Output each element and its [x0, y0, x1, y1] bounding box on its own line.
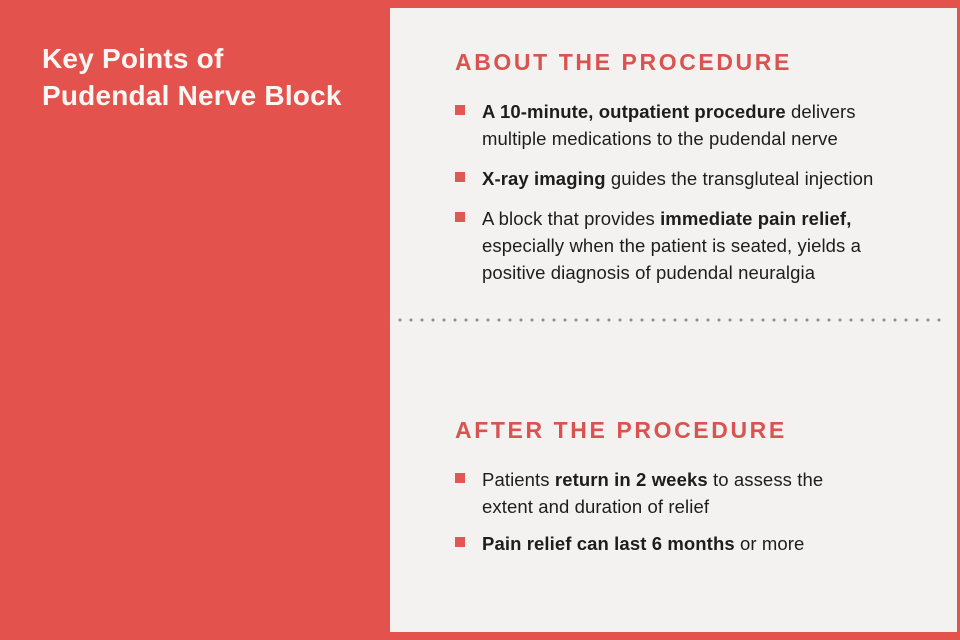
- title-panel: Key Points of Pudendal Nerve Block: [0, 0, 390, 640]
- after-bullet-list: Patients return in 2 weeks to assess the…: [455, 466, 917, 557]
- bullet-text: X-ray imaging guides the transgluteal in…: [482, 168, 874, 189]
- page-title: Key Points of Pudendal Nerve Block: [42, 43, 342, 111]
- section-about: ABOUT THE PROCEDURE A 10-minute, outpati…: [455, 48, 917, 299]
- bullet-text: A 10-minute, outpatient procedure delive…: [482, 101, 856, 149]
- bullet-text: Pain relief can last 6 months or more: [482, 533, 805, 554]
- section-after: AFTER THE PROCEDURE Patients return in 2…: [455, 416, 917, 567]
- bullet-square-icon: [455, 212, 465, 222]
- bullet-square-icon: [455, 172, 465, 182]
- about-bullet-list: A 10-minute, outpatient procedure delive…: [455, 98, 917, 286]
- list-item: A block that provides immediate pain rel…: [455, 205, 917, 286]
- bullet-text: Patients return in 2 weeks to assess the…: [482, 469, 824, 517]
- list-item: Pain relief can last 6 months or more: [455, 530, 917, 557]
- bullet-text: A block that provides immediate pain rel…: [482, 208, 862, 283]
- list-item: X-ray imaging guides the transgluteal in…: [455, 165, 917, 192]
- bullet-square-icon: [455, 473, 465, 483]
- section-after-heading: AFTER THE PROCEDURE: [455, 417, 787, 443]
- bullet-square-icon: [455, 537, 465, 547]
- list-item: Patients return in 2 weeks to assess the…: [455, 466, 917, 520]
- content-panel: ABOUT THE PROCEDURE A 10-minute, outpati…: [390, 8, 957, 632]
- dotted-divider: [398, 318, 945, 322]
- list-item: A 10-minute, outpatient procedure delive…: [455, 98, 917, 152]
- bullet-square-icon: [455, 105, 465, 115]
- section-about-heading: ABOUT THE PROCEDURE: [455, 49, 792, 75]
